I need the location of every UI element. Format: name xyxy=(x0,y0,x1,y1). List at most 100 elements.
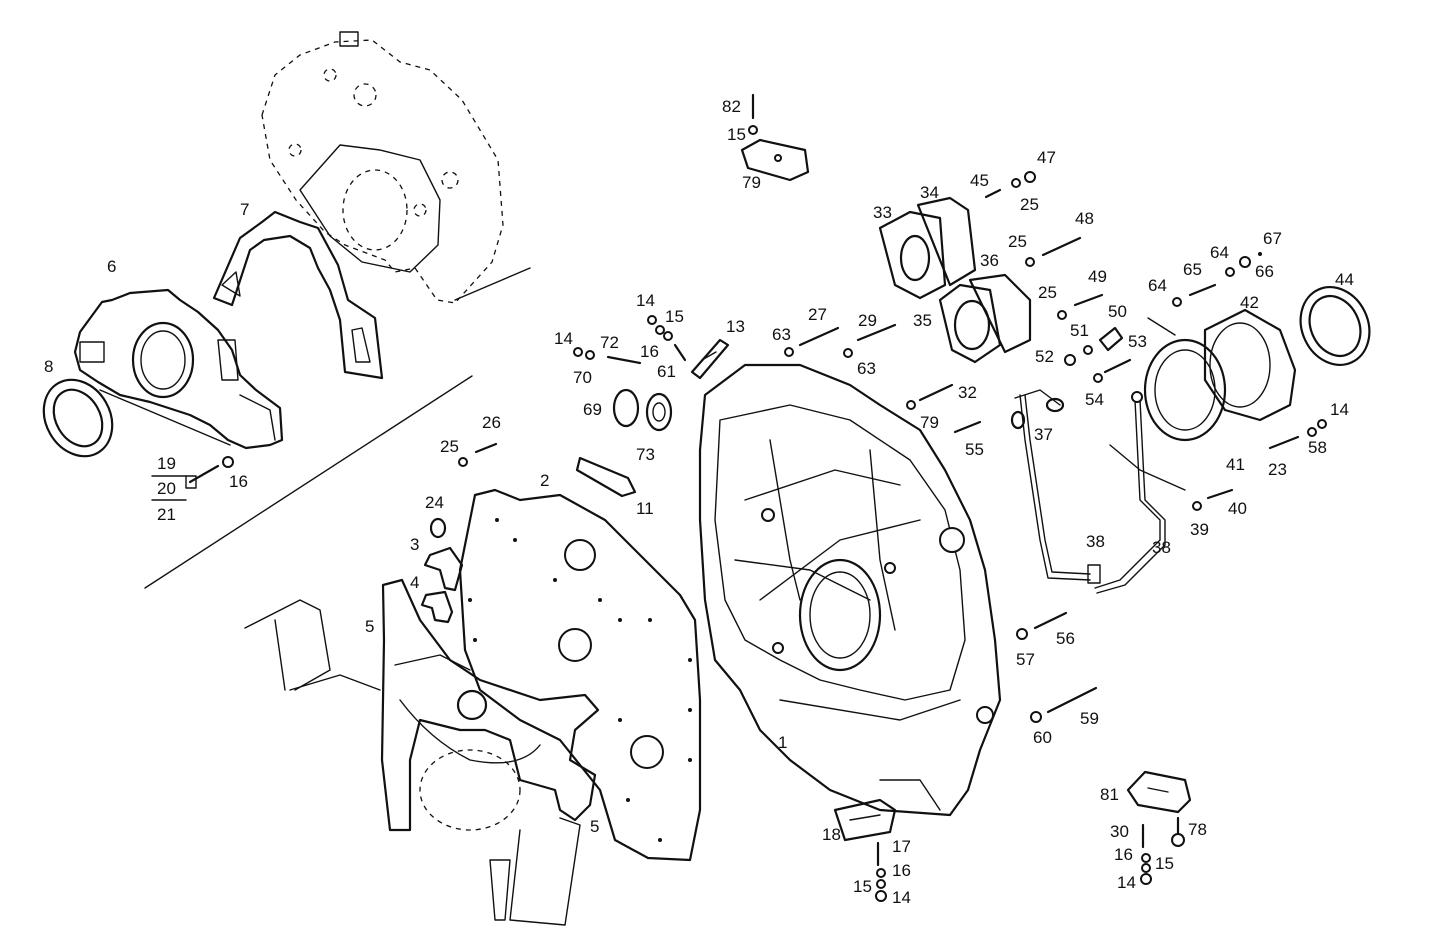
callout-label: 14 xyxy=(554,329,573,348)
callout-label: 25 xyxy=(440,437,459,456)
callout-label: 15 xyxy=(853,877,872,896)
callout-label: 13 xyxy=(726,317,745,336)
part-3-bracket xyxy=(423,546,464,592)
callout-label: 42 xyxy=(1240,293,1259,312)
callout-label: 15 xyxy=(727,125,746,144)
part-24-plug xyxy=(429,517,447,539)
part-61-stud xyxy=(647,315,687,362)
callout-label: 4 xyxy=(410,573,419,592)
callout-label: 25 xyxy=(1008,232,1027,251)
callout-label: 54 xyxy=(1085,390,1104,409)
callout-label: 1 xyxy=(778,733,787,752)
callout-label: 63 xyxy=(772,325,791,344)
part-8-seal-ring xyxy=(42,378,114,458)
callout-label: 5 xyxy=(365,617,374,636)
callout-label: 64 xyxy=(1148,276,1167,295)
part-6-rear-cover xyxy=(73,288,284,450)
part-59-bolt xyxy=(1030,686,1098,723)
callout-label: 30 xyxy=(1110,822,1129,841)
callout-label: 39 xyxy=(1190,520,1209,539)
callout-label: 58 xyxy=(1308,438,1327,457)
part-73-gasket xyxy=(645,392,673,432)
part-37-oil-pipe xyxy=(1010,389,1091,581)
part-82-bolt xyxy=(748,93,758,135)
part-1-flywheel-housing xyxy=(698,363,1002,817)
callout-label: 25 xyxy=(1038,283,1057,302)
part-34-gasket xyxy=(916,196,977,287)
callout-label: 69 xyxy=(583,400,602,419)
section-divider xyxy=(144,267,531,589)
part-26-bolt xyxy=(458,442,498,467)
callout-label: 33 xyxy=(873,203,892,222)
part-2-timing-plate xyxy=(458,488,702,862)
part-69-gasket xyxy=(612,388,640,428)
part-72-stud xyxy=(573,347,642,365)
callout-label: 55 xyxy=(965,440,984,459)
callout-label: 73 xyxy=(636,445,655,464)
callout-label: 15 xyxy=(665,307,684,326)
part-42-housing xyxy=(1203,308,1297,422)
callout-label: 14 xyxy=(1117,873,1136,892)
part-23-stud xyxy=(1268,419,1327,450)
callout-label: 35 xyxy=(913,311,932,330)
callout-label: 8 xyxy=(44,357,53,376)
callout-label: 19 xyxy=(157,454,176,473)
part-13-cover xyxy=(690,338,730,380)
callout-label: 65 xyxy=(1183,260,1202,279)
callout-label: 38 xyxy=(1086,532,1105,551)
callout-label: 82 xyxy=(722,97,741,116)
callout-label: 38 xyxy=(1152,538,1171,557)
callout-label: 66 xyxy=(1255,262,1274,281)
callout-label: 72 xyxy=(600,333,619,352)
part-50-fitting xyxy=(1064,326,1132,383)
callout-label: 16 xyxy=(229,472,248,491)
callout-label: 47 xyxy=(1037,148,1056,167)
part-35-cover xyxy=(938,283,1002,364)
callout-label: 79 xyxy=(920,413,939,432)
part-44-seal xyxy=(1299,286,1371,366)
callout-label: 32 xyxy=(958,383,977,402)
part-27-bolt xyxy=(784,326,840,357)
callout-label: 7 xyxy=(240,200,249,219)
callout-label: 44 xyxy=(1335,270,1354,289)
callout-label: 53 xyxy=(1128,332,1147,351)
part-36-gasket xyxy=(968,273,1032,354)
callout-label: 3 xyxy=(410,535,419,554)
callout-label: 15 xyxy=(1155,854,1174,873)
part-78-bolt xyxy=(1140,816,1185,885)
part-19-bolt xyxy=(185,456,234,489)
part-5-timing-cover xyxy=(244,578,600,926)
callout-label: 25 xyxy=(1020,195,1039,214)
callout-label: 27 xyxy=(808,305,827,324)
part-29-bolt xyxy=(843,323,897,358)
callout-label: 20 xyxy=(157,479,176,498)
callout-label: 57 xyxy=(1016,650,1035,669)
callout-label: 63 xyxy=(857,359,876,378)
callout-label: 37 xyxy=(1034,425,1053,444)
part-17-bolt xyxy=(875,841,887,902)
part-33-cover xyxy=(878,210,947,300)
part-32-bolt xyxy=(906,383,954,410)
part-18-plate xyxy=(833,798,897,842)
engine-block-outline xyxy=(261,31,504,304)
callout-label: 41 xyxy=(1226,455,1245,474)
callout-label: 61 xyxy=(657,362,676,381)
callout-label: 24 xyxy=(425,493,444,512)
callout-label: 16 xyxy=(892,861,911,880)
callout-label: 26 xyxy=(482,413,501,432)
part-48-bolt xyxy=(1025,236,1082,267)
callout-label: 21 xyxy=(157,505,176,524)
part-45-stud xyxy=(984,171,1036,199)
callout-label: 52 xyxy=(1035,347,1054,366)
callout-label: 17 xyxy=(892,837,911,856)
callout-label: 64 xyxy=(1210,243,1229,262)
part-55-stud xyxy=(953,420,982,434)
callout-label: 36 xyxy=(980,251,999,270)
part-56-bolt xyxy=(1016,611,1068,640)
part-11-sealant-tube xyxy=(575,456,637,498)
callout-label: 79 xyxy=(742,173,761,192)
callout-label: 6 xyxy=(107,257,116,276)
part-38-oil-pipe xyxy=(1087,391,1186,594)
callout-label: 51 xyxy=(1070,321,1089,340)
callout-label: 50 xyxy=(1108,302,1127,321)
